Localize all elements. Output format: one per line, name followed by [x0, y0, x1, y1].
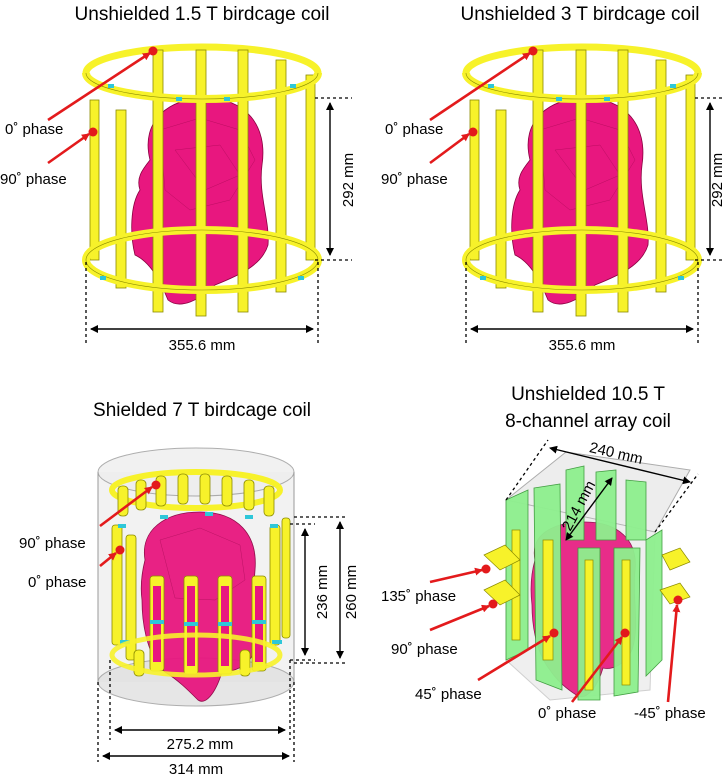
diameter-dimension: 355.6 mm	[85, 262, 319, 354]
capacitors	[480, 84, 684, 280]
feed-point-0	[148, 46, 158, 56]
coil-ring-top	[109, 469, 283, 511]
label-0-phase: 0˚ phase	[385, 121, 443, 138]
inner-height-dim-label: 236 mm	[314, 565, 331, 619]
panel-title-line2: 8-channel array coil	[505, 411, 671, 432]
feed-arrow-0	[570, 636, 624, 703]
feed-point-45	[549, 628, 559, 638]
birdcage-coil	[82, 43, 322, 317]
label-90-phase: 90˚ phase	[19, 535, 86, 552]
feed-arrow-0	[99, 551, 117, 568]
label-0-phase: 0˚ phase	[538, 705, 596, 722]
feed-point-90	[468, 127, 478, 137]
diameter-dimension: 355.6 mm	[465, 262, 699, 354]
label-135-phase: 135˚ phase	[381, 588, 456, 605]
inner-diameter-dimension: 275.2 mm	[109, 660, 291, 753]
feed-point-90	[88, 127, 98, 137]
panel-title: Shielded 7 T birdcage coil	[93, 400, 311, 421]
birdcage-coil	[462, 43, 702, 317]
label-90-phase: 90˚ phase	[0, 171, 67, 188]
capacitors	[100, 84, 304, 280]
feed-arrow-0	[429, 51, 531, 122]
diameter-dim-label: 355.6 mm	[549, 337, 616, 354]
height-dim-label: 292 mm	[709, 153, 726, 207]
coil-ring-bottom	[109, 632, 283, 678]
inner-height-dimension: 236 mm	[290, 523, 331, 661]
feed-arrow-90	[429, 132, 470, 165]
label-90-phase: 90˚ phase	[381, 171, 448, 188]
phase-feeds	[429, 564, 683, 703]
diameter-dim-label: 355.6 mm	[169, 337, 236, 354]
inner-diameter-dim-label: 275.2 mm	[167, 736, 234, 753]
label-0-phase: 0˚ phase	[28, 574, 86, 591]
label-90-phase: 90˚ phase	[391, 641, 458, 658]
capacitors	[118, 512, 282, 644]
height-dimension: 292 mm	[695, 97, 726, 261]
panel-title: Unshielded 3 T birdcage coil	[460, 4, 699, 25]
panel-3t: Unshielded 3 T birdcage coil	[381, 4, 726, 354]
coil-rungs	[89, 49, 316, 317]
feed-point-0	[115, 545, 125, 555]
height-dim-label: 292 mm	[340, 153, 357, 207]
feed-arrow-minus45	[666, 604, 681, 703]
panel-title-line1: Unshielded 10.5 T	[511, 384, 665, 405]
feed-arrow-0	[47, 51, 151, 122]
label-minus45-phase: -45˚ phase	[634, 705, 706, 722]
coil-rungs	[469, 49, 696, 317]
panel-7t: Shielded 7 T birdcage coil	[19, 400, 360, 776]
outer-diameter-dim-label: 314 mm	[169, 761, 223, 776]
feed-arrow-90	[99, 485, 153, 528]
feed-point-90	[151, 480, 161, 490]
panel-1-5t: Unshielded 1.5 T birdcage coil	[0, 4, 357, 354]
phase-feeds	[429, 46, 538, 165]
outer-height-dim-label: 260 mm	[343, 565, 360, 619]
feed-arrow-135	[429, 567, 483, 584]
feed-point-0	[528, 46, 538, 56]
label-45-phase: 45˚ phase	[415, 686, 482, 703]
feed-point-90	[488, 599, 498, 609]
phase-feeds	[47, 46, 158, 165]
feed-arrow-90	[429, 604, 490, 632]
phase-feeds	[99, 480, 161, 568]
feed-point-minus45	[673, 595, 683, 605]
height-dimension: 292 mm	[315, 97, 357, 261]
feed-arrow-45	[477, 634, 551, 682]
panel-title: Unshielded 1.5 T birdcage coil	[75, 4, 330, 25]
label-0-phase: 0˚ phase	[5, 121, 63, 138]
feed-point-0	[620, 628, 630, 638]
outer-diameter-dimension: 314 mm	[97, 682, 295, 776]
feed-arrow-90	[47, 132, 90, 165]
panel-10-5t: Unshielded 10.5 T 8-channel array coil	[381, 384, 706, 722]
feed-point-135	[481, 564, 491, 574]
outer-height-dimension: 260 mm	[294, 516, 360, 664]
